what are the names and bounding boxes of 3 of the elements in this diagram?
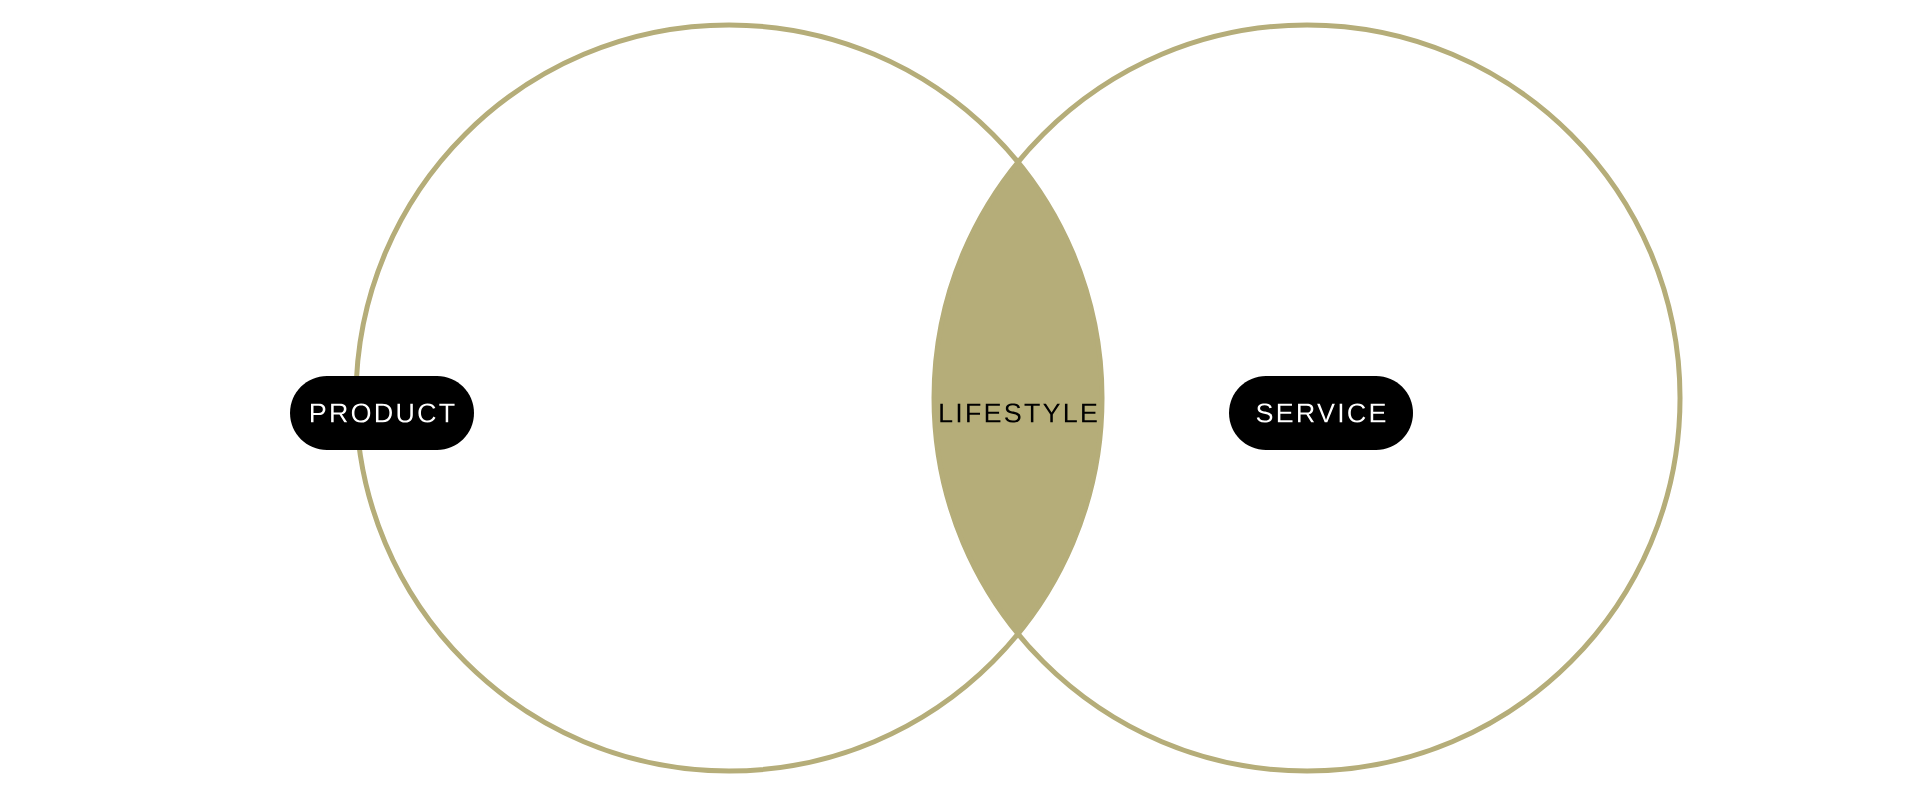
circle-outline — [931, 22, 1683, 774]
label-pill: PRODUCT — [290, 376, 474, 450]
label-pill: SERVICE — [1229, 376, 1413, 450]
